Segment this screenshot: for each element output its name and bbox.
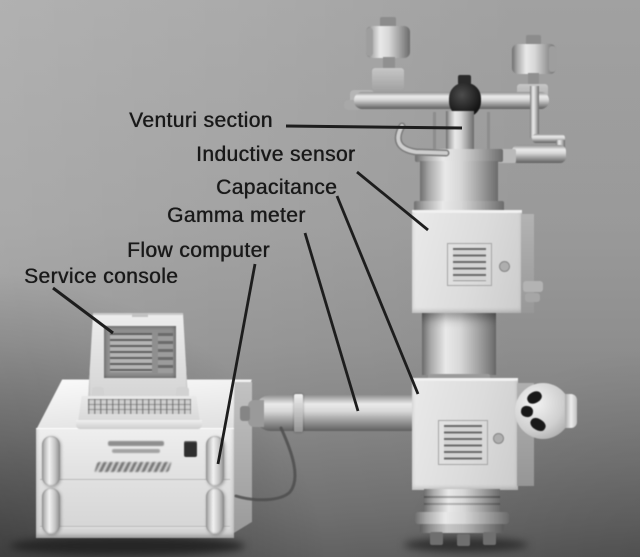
laptop-display-window — [108, 331, 154, 374]
source-holder-collar — [565, 394, 577, 428]
label-inductive-sensor: Inductive sensor — [196, 143, 356, 166]
base-groove-2 — [424, 503, 500, 505]
cabinet-handle-left-lower — [42, 488, 60, 534]
signal-cable — [234, 426, 297, 502]
gamma-tube-coupling-ring — [294, 394, 303, 432]
base-groove-1 — [424, 496, 500, 498]
valve-handle-stub — [458, 75, 471, 85]
lower-housing-nameplate — [438, 420, 488, 465]
right-isolation-valve — [512, 145, 566, 163]
gamma-source-ball — [515, 383, 571, 439]
laptop-hinge-left — [92, 387, 104, 398]
cabinet-nameplate-text-blur — [108, 441, 164, 446]
upper-spool-flange — [414, 201, 504, 212]
transmitter-left-top-cap — [380, 17, 396, 28]
cabinet-panel-seam-upper — [40, 479, 230, 481]
laptop-keyboard-keys — [88, 399, 191, 414]
upper-housing-emblem — [499, 261, 510, 272]
label-service-console: Service console — [24, 265, 179, 288]
transmitter-right-top-cap — [526, 35, 541, 46]
laptop-screen-latch — [132, 313, 148, 317]
upper-housing-connector — [523, 281, 543, 292]
upper-housing-connector-2 — [525, 293, 540, 302]
transmitter-left-manifold-block — [372, 68, 404, 90]
base-foot-left — [430, 532, 443, 545]
impulse-loop-tube — [396, 124, 448, 155]
lower-housing-emblem — [493, 433, 504, 444]
cabinet-nameplate-subtext-blur — [112, 449, 160, 453]
transmitter-right-body — [512, 44, 556, 74]
transmitter-right-neck — [528, 73, 539, 86]
venturi-pipe — [446, 111, 474, 154]
laptop-hinge-right — [176, 387, 189, 398]
transmitter-left-valve-wing-2 — [344, 100, 362, 110]
transmitter-left-body — [366, 26, 410, 58]
base-ring — [420, 524, 504, 533]
cabinet-front-face — [36, 428, 234, 538]
base-foot-center — [457, 534, 470, 546]
impulse-line-left — [433, 112, 436, 152]
transmitter-left-neck — [383, 57, 395, 70]
label-capacitance: Capacitance — [216, 176, 338, 199]
mid-spool-cylinder — [422, 313, 496, 375]
transmitter-left-end-cap — [366, 28, 373, 56]
base-flange — [415, 512, 509, 524]
laptop-display-side-buttons — [158, 333, 173, 373]
label-flow-computer: Flow computer — [127, 239, 270, 262]
upper-housing-nameplate — [447, 243, 492, 286]
label-gamma-meter: Gamma meter — [167, 204, 306, 227]
base-foot-right — [483, 532, 496, 545]
cabinet-handle-right-lower — [206, 488, 224, 534]
right-elbow-pipe — [532, 134, 565, 143]
laptop-front-edge — [76, 420, 202, 429]
base-cylinder — [424, 489, 500, 514]
impulse-line-right — [487, 112, 490, 152]
cabinet-handle-left-upper — [42, 436, 60, 486]
cabinet-power-switch — [184, 441, 197, 457]
cabinet-panel-seam-lower — [40, 526, 230, 528]
transmitter-right-end-cap — [549, 46, 556, 72]
label-venturi-section: Venturi section — [129, 109, 273, 132]
cabinet-floor-shadow — [10, 536, 245, 556]
right-downpipe — [530, 86, 539, 138]
